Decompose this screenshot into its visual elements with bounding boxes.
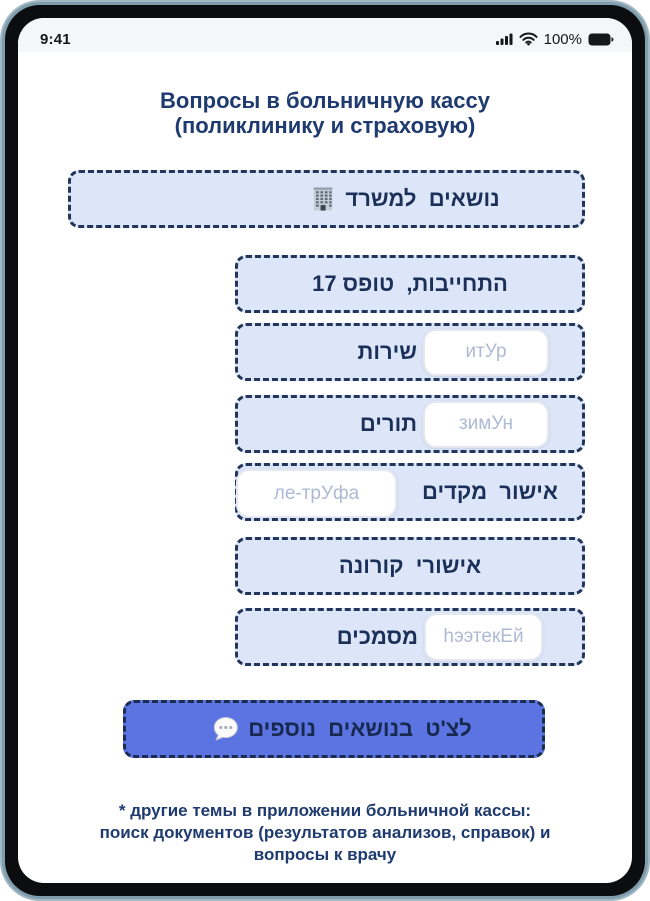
speech-bubble-icon [212, 716, 239, 742]
topic-form17-label: התחייבות, טופס 17 [312, 271, 508, 296]
topic-office-button[interactable]: נושאים למשרד [68, 170, 585, 228]
app-screen: 9:41 [18, 18, 632, 883]
topic-form17-button[interactable]: התחייבות, טופס 17 [235, 255, 585, 313]
cellular-signal-icon [495, 33, 513, 45]
answer-chip-heetekey[interactable]: hээтекЕй [424, 613, 543, 661]
topic-service-button[interactable]: שירות итУр [235, 323, 585, 381]
topic-corona-label: אישורי קורונה [338, 553, 482, 578]
title-line-1: Вопросы в больничную кассу [160, 88, 490, 113]
battery-percent: 100% [543, 30, 582, 48]
topic-preapproval-label: אישור מקדים [422, 479, 558, 504]
footnote-line-3: вопросы к врачу [253, 845, 397, 864]
office-building-icon [311, 186, 335, 212]
page-title: Вопросы в больничную кассу (поликлинику … [18, 88, 632, 138]
footnote-line-2: поиск документов (результатов анализов, … [99, 823, 551, 842]
topic-corona-button[interactable]: אישורי קורונה [235, 537, 585, 595]
answer-chip-zimun[interactable]: зимУн [423, 400, 549, 448]
topic-documents-label: מסמכים [336, 624, 418, 649]
answer-chip-itur[interactable]: итУр [423, 328, 549, 376]
battery-icon [588, 33, 614, 46]
topic-documents-button[interactable]: מסמכים hээтекЕй [235, 608, 585, 666]
topic-office-label: נושאים למשרד [345, 186, 500, 211]
chat-button[interactable]: לצ'ט בנושאים נוספים [123, 700, 545, 758]
device-bezel: 9:41 [5, 5, 645, 896]
footnote-line-1: * другие темы в приложении больничной ка… [118, 801, 532, 820]
topic-service-label: שירות [357, 339, 417, 364]
wifi-icon [519, 32, 538, 46]
title-line-2: (поликлинику и страховую) [174, 113, 476, 138]
topic-queues-button[interactable]: תורים зимУн [235, 395, 585, 453]
footnote: * другие темы в приложении больничной ка… [18, 800, 632, 866]
status-bar: 9:41 [18, 18, 632, 52]
topic-queues-label: תורים [359, 411, 417, 436]
topic-preapproval-button[interactable]: ле-трУфа אישור מקדים [235, 463, 585, 521]
status-time: 9:41 [40, 30, 71, 48]
chat-button-label: לצ'ט בנושאים נוספים [248, 716, 472, 741]
answer-chip-letrufa[interactable]: ле-трУфа [236, 469, 397, 518]
